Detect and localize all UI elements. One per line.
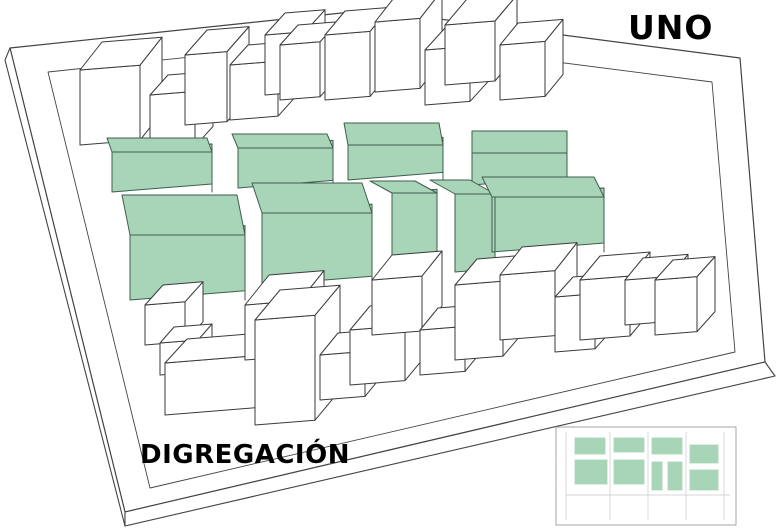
building-front-8-roof [371, 250, 443, 281]
inset-block-8 [689, 444, 719, 464]
inset-block-3 [651, 437, 683, 455]
building-front-11-front [499, 270, 556, 341]
building-front-3-front [164, 354, 261, 416]
highlight-block-5-front [491, 187, 605, 253]
building-group [79, 0, 716, 426]
building-back-3-roof [184, 26, 250, 56]
hl-2b-top [251, 182, 373, 214]
building-front-8-front [371, 275, 423, 336]
hl-3a-top [343, 122, 444, 146]
hl-5-top [481, 176, 605, 198]
building-front-11-roof [499, 242, 578, 276]
diagram-caption: DIGREGACIÓN [140, 440, 350, 470]
hl-4b-top [429, 179, 496, 195]
building-back-11-front [499, 40, 546, 101]
building-back-8-front [374, 17, 421, 93]
hl-1a-top [106, 137, 213, 153]
building-back-7-front [324, 30, 371, 101]
building-front-15-roof [654, 256, 716, 281]
building-back-10-front [444, 20, 496, 86]
building-front-15-front [654, 276, 698, 336]
building-back-1-roof [79, 36, 163, 71]
inset-block-2 [613, 437, 645, 453]
diagram-heading: UNO [628, 8, 714, 47]
platform-front-edge [124, 361, 776, 527]
building-back-11-roof [499, 18, 564, 46]
building-back-3-front [184, 51, 228, 126]
hl-1b-top [121, 194, 246, 236]
building-back-8-roof [374, 0, 436, 23]
hl-4a-top [471, 130, 568, 154]
building-front-1-roof [144, 281, 204, 306]
building-front-13-front [579, 275, 631, 341]
inset-block-7 [667, 461, 683, 491]
inset-block-9 [689, 469, 719, 491]
building-front-5-front [254, 314, 316, 426]
building-back-10-roof [444, 0, 514, 26]
building-back-1-front [79, 64, 141, 146]
building-back-6-front [279, 41, 321, 101]
inset-plan-map [555, 426, 737, 526]
building-front-5-roof [254, 284, 341, 321]
hl-3b-top [369, 180, 438, 194]
inset-block-6 [651, 461, 663, 491]
inset-block-4 [574, 459, 608, 485]
inset-block-5 [613, 459, 645, 485]
building-front-10-front [454, 280, 504, 361]
hl-2a-top [231, 133, 334, 149]
inset-block-1 [574, 437, 606, 455]
